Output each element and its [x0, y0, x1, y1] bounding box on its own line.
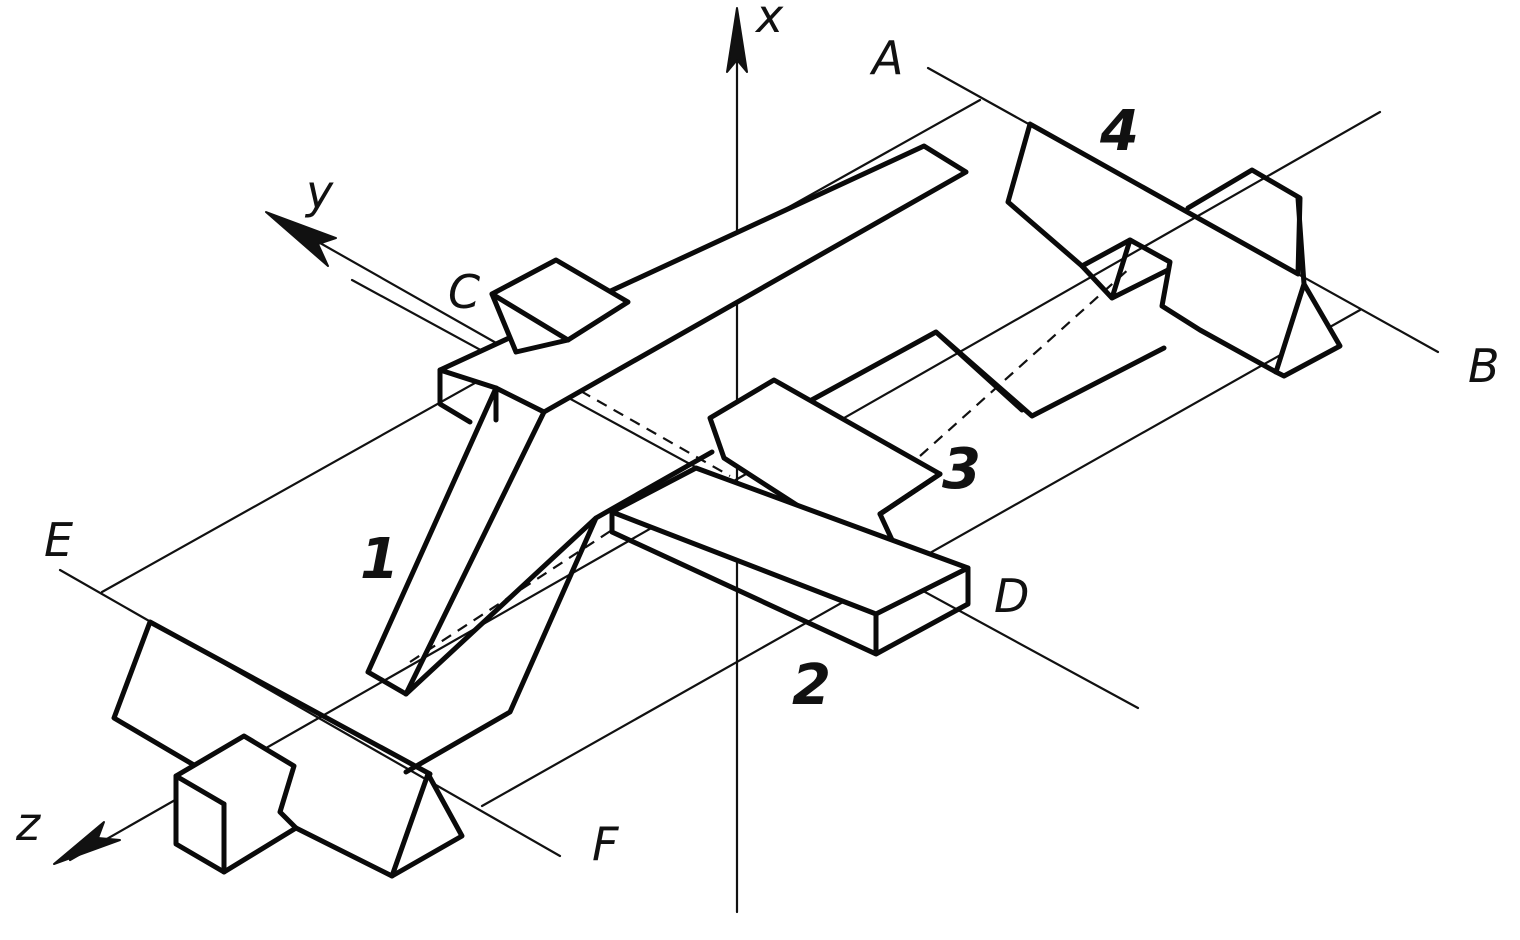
label-point-F: F — [592, 817, 619, 871]
part-4-plate — [1005, 121, 1343, 379]
label-part-4: 4 — [1099, 99, 1139, 164]
c-block — [489, 257, 631, 355]
hidden-line-3 — [919, 267, 1131, 457]
part-3-edge — [877, 471, 943, 517]
label-point-C: C — [448, 265, 480, 319]
part-1-zigzag — [805, 329, 1167, 419]
axis-z — [53, 821, 121, 865]
part-1-left-leg — [365, 385, 547, 697]
part-1-top-face — [437, 143, 969, 415]
front-cube-edge — [173, 773, 227, 807]
line-E-F — [58, 568, 562, 858]
label-part-2: 2 — [792, 653, 831, 718]
axis-y — [265, 211, 337, 267]
label-point-A: A — [869, 31, 903, 85]
part-1-cap — [437, 367, 499, 425]
part-2-sides — [609, 509, 971, 657]
c-block-body — [489, 257, 631, 355]
label-axis-z: z — [15, 797, 41, 851]
part-1-lower-rail — [403, 449, 715, 775]
axis-z-arrowhead — [53, 821, 121, 865]
label-point-E: E — [44, 513, 73, 567]
label-axis-x: x — [754, 0, 784, 43]
front-cube — [173, 733, 299, 875]
axis-y-arrowhead — [265, 211, 337, 267]
label-point-B: B — [1468, 339, 1500, 393]
part-4-wedge — [1273, 281, 1343, 379]
front-wedge-block — [111, 619, 465, 879]
c-block-edge — [489, 291, 571, 343]
label-axis-y: y — [304, 165, 334, 219]
part-2-slab — [609, 465, 971, 657]
part-4-outline — [1005, 121, 1303, 375]
label-part-1: 1 — [360, 527, 399, 592]
front-wedge — [389, 771, 465, 879]
label-part-3: 3 — [942, 437, 981, 502]
front-bottom-edge — [293, 825, 395, 879]
part-4-block — [1079, 237, 1171, 301]
axis-x-arrowhead — [726, 7, 748, 73]
part-1-bar — [365, 143, 1167, 775]
label-point-D: D — [994, 569, 1029, 623]
part-4-edge — [1295, 195, 1307, 287]
